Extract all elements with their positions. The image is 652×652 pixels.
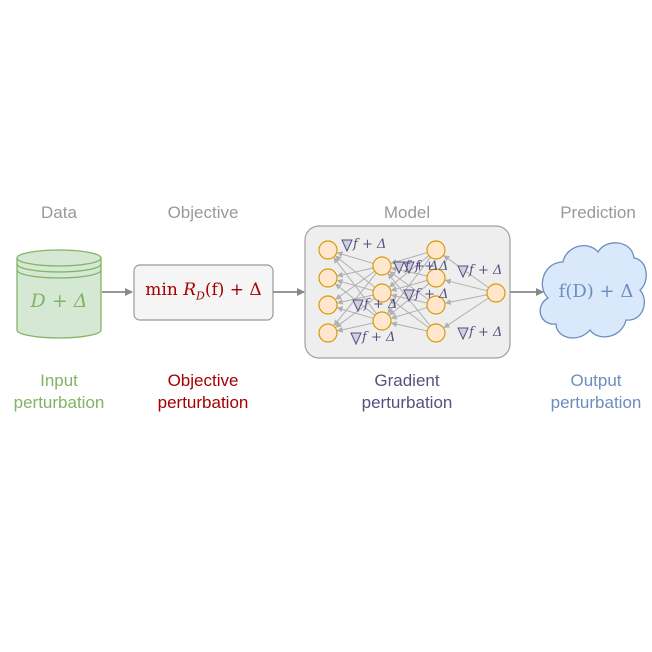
- nabla-icon: [352, 299, 364, 313]
- caption-objective-line1: Objective: [167, 371, 239, 390]
- network-node: [318, 240, 338, 260]
- nabla-icon: [403, 261, 415, 275]
- caption-gradient-line2: perturbation: [361, 393, 453, 412]
- objective-formula-rest: (f) + Δ: [204, 280, 262, 300]
- nabla-icon: [457, 265, 469, 279]
- caption-output: Output perturbation: [541, 370, 651, 414]
- caption-output-line1: Output: [570, 371, 622, 390]
- stage-title-objective: Objective: [167, 203, 239, 222]
- network-node: [318, 295, 338, 315]
- gradient-label: f + Δ: [469, 325, 503, 340]
- network-node: [426, 240, 446, 260]
- network-node: [372, 283, 392, 303]
- objective-formula-sub: D: [196, 289, 205, 303]
- nabla-icon: [403, 289, 415, 303]
- caption-gradient: Gradient perturbation: [352, 370, 462, 414]
- objective-formula-r: R: [183, 280, 196, 300]
- network-node: [486, 283, 506, 303]
- nabla-icon: [341, 239, 353, 253]
- gradient-label: f + Δ: [353, 237, 387, 252]
- network-edge: [336, 322, 374, 333]
- gradient-label: f + Δ: [415, 259, 449, 274]
- network-edge: [333, 257, 377, 315]
- network-edge: [336, 251, 374, 264]
- network-node: [372, 311, 392, 331]
- network-edge: [444, 294, 488, 306]
- network-edge: [335, 255, 376, 288]
- network-node: [318, 268, 338, 288]
- gradient-label: f + Δ: [405, 259, 439, 274]
- caption-input-line2: perturbation: [13, 393, 105, 412]
- network-edge: [390, 252, 428, 265]
- stage-title-prediction: Prediction: [560, 203, 636, 222]
- caption-input-line1: Input: [40, 371, 78, 390]
- network-edge: [336, 294, 374, 305]
- network-edge: [389, 271, 429, 301]
- caption-output-line2: perturbation: [550, 393, 642, 412]
- nabla-icon: [457, 327, 469, 341]
- data-formula: D + Δ: [30, 290, 88, 312]
- stage-title-model: Model: [383, 203, 431, 222]
- network-edge: [443, 297, 489, 329]
- gradient-label: f + Δ: [415, 287, 449, 302]
- network-node: [426, 323, 446, 343]
- gradient-label: f + Δ: [362, 330, 396, 345]
- objective-formula: min RD(f) + Δ: [134, 280, 273, 302]
- objective-formula-min: min: [145, 280, 184, 300]
- nabla-icon: [350, 332, 362, 346]
- caption-gradient-line1: Gradient: [374, 371, 440, 390]
- caption-objective: Objective perturbation: [148, 370, 258, 414]
- network-edges: [333, 251, 489, 333]
- network-edge: [444, 278, 488, 292]
- network-node: [318, 323, 338, 343]
- network-node: [426, 268, 446, 288]
- network-edge: [443, 255, 489, 289]
- caption-objective-line2: perturbation: [157, 393, 249, 412]
- network-node: [426, 295, 446, 315]
- gradient-markers: [341, 239, 469, 346]
- network-edge: [336, 306, 374, 319]
- network-node: [372, 256, 392, 276]
- network-edge: [390, 321, 428, 332]
- stage-title-data: Data: [41, 203, 77, 222]
- gradient-label: f + Δ: [469, 263, 503, 278]
- network-nodes: [318, 240, 506, 343]
- network-edge: [389, 298, 430, 329]
- caption-input: Input perturbation: [4, 370, 114, 414]
- prediction-cloud: [539, 242, 647, 339]
- gradient-label: f + Δ: [364, 297, 398, 312]
- nabla-icon: [393, 261, 405, 275]
- data-cylinder: [16, 249, 102, 339]
- prediction-formula: f(D) + Δ: [558, 281, 634, 302]
